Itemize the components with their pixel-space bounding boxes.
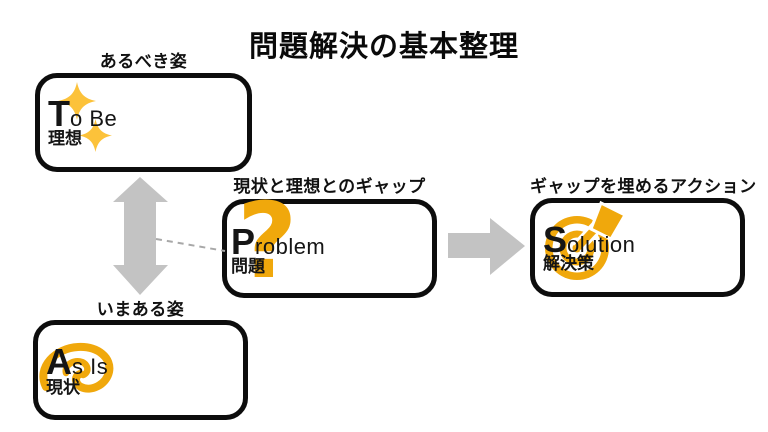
solution-jp-label: 解決策 (543, 254, 594, 273)
problem-jp-label: 問題 (231, 257, 265, 276)
problem-word-rest: roblem (255, 234, 326, 259)
as-is-initial: A (46, 341, 72, 382)
target-dart-icon (545, 200, 628, 280)
as-is-jp-label: 現状 (46, 378, 80, 397)
question-mark-icon: ? (237, 180, 298, 302)
caption-as-is: いまある姿 (96, 300, 185, 319)
to-be-word-rest: o Be (70, 106, 118, 131)
swirl-icon (39, 342, 114, 393)
caption-to-be: あるべき姿 (99, 52, 188, 71)
solution-initial: S (543, 219, 568, 260)
caption-problem: 現状と理想とのギャップ (233, 177, 426, 196)
sparkle-icon (58, 82, 96, 120)
to-be-jp-label: 理想 (48, 129, 82, 148)
caption-solution: ギャップを埋めるアクション (530, 177, 757, 196)
dashed-line (155, 238, 226, 252)
to-be-initial: T (48, 93, 70, 134)
double-arrow-icon (113, 177, 168, 295)
solution-word-rest: olution (567, 232, 636, 257)
problem-initial: P (231, 221, 256, 262)
as-is-word-rest: s Is (72, 354, 109, 379)
page-title: 問題解決の基本整理 (248, 31, 519, 63)
sparkle-icon (79, 119, 112, 152)
right-arrow-icon (448, 218, 525, 275)
